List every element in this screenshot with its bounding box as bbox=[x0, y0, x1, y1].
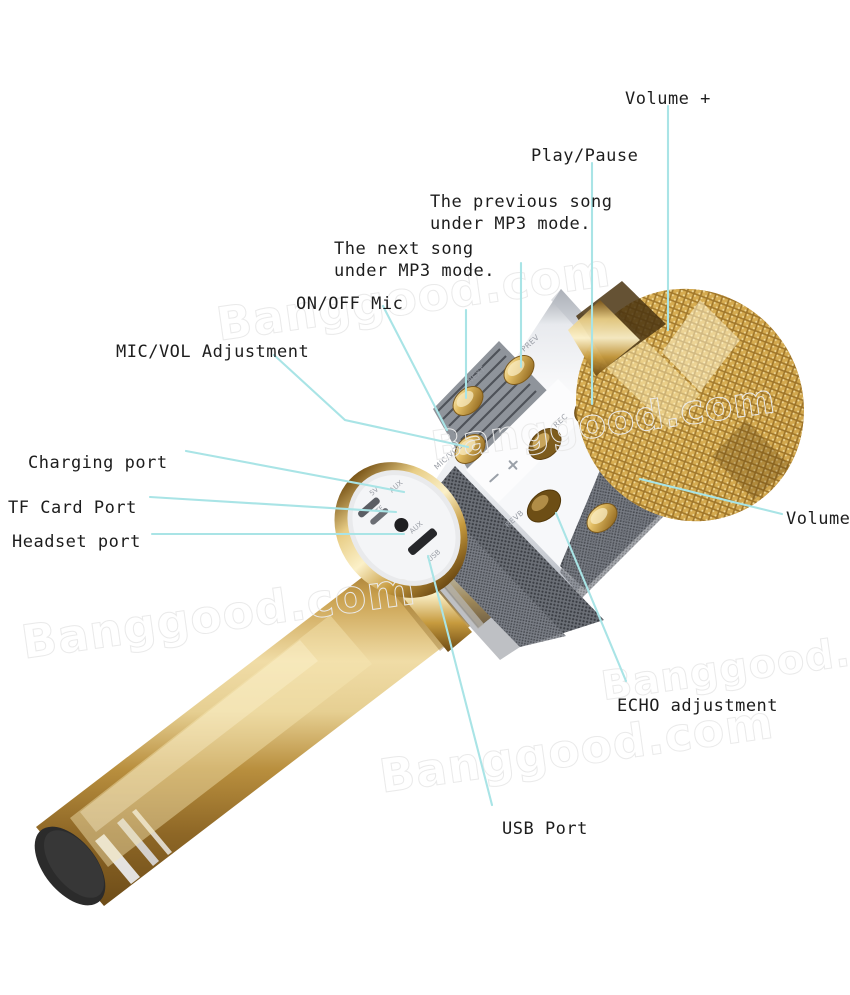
callout-volume-minus: Volume bbox=[786, 509, 850, 529]
leader-echo-adjustment bbox=[554, 511, 628, 683]
callout-next-song: The next song under MP3 mode. bbox=[334, 239, 496, 282]
callout-usb-port: USB Port bbox=[502, 819, 588, 839]
leader-charging-port bbox=[184, 449, 406, 494]
callout-charging-port: Charging port bbox=[28, 453, 168, 473]
leader-usb-port bbox=[426, 554, 494, 807]
callout-play-pause: Play/Pause bbox=[531, 146, 639, 166]
callout-volume-plus: Volume + bbox=[625, 89, 711, 109]
port-end-cap: 5V AUX TF USB AUX bbox=[334, 462, 468, 598]
callout-echo-adjustment: ECHO adjustment bbox=[617, 696, 779, 716]
callout-headset-port: Headset port bbox=[12, 532, 141, 552]
callout-on-off-mic: ON/OFF Mic bbox=[296, 294, 404, 314]
callout-tf-card-port: TF Card Port bbox=[8, 498, 137, 518]
leader-on-off-mic bbox=[381, 304, 449, 432]
leader-volume-minus bbox=[638, 477, 784, 516]
leader-tf-card-port bbox=[148, 495, 398, 514]
callout-previous-song: The previous song under MP3 mode. bbox=[430, 192, 613, 235]
leader-mic-vol bbox=[272, 353, 470, 449]
callout-mic-vol: MIC/VOL Adjustment bbox=[116, 342, 310, 362]
